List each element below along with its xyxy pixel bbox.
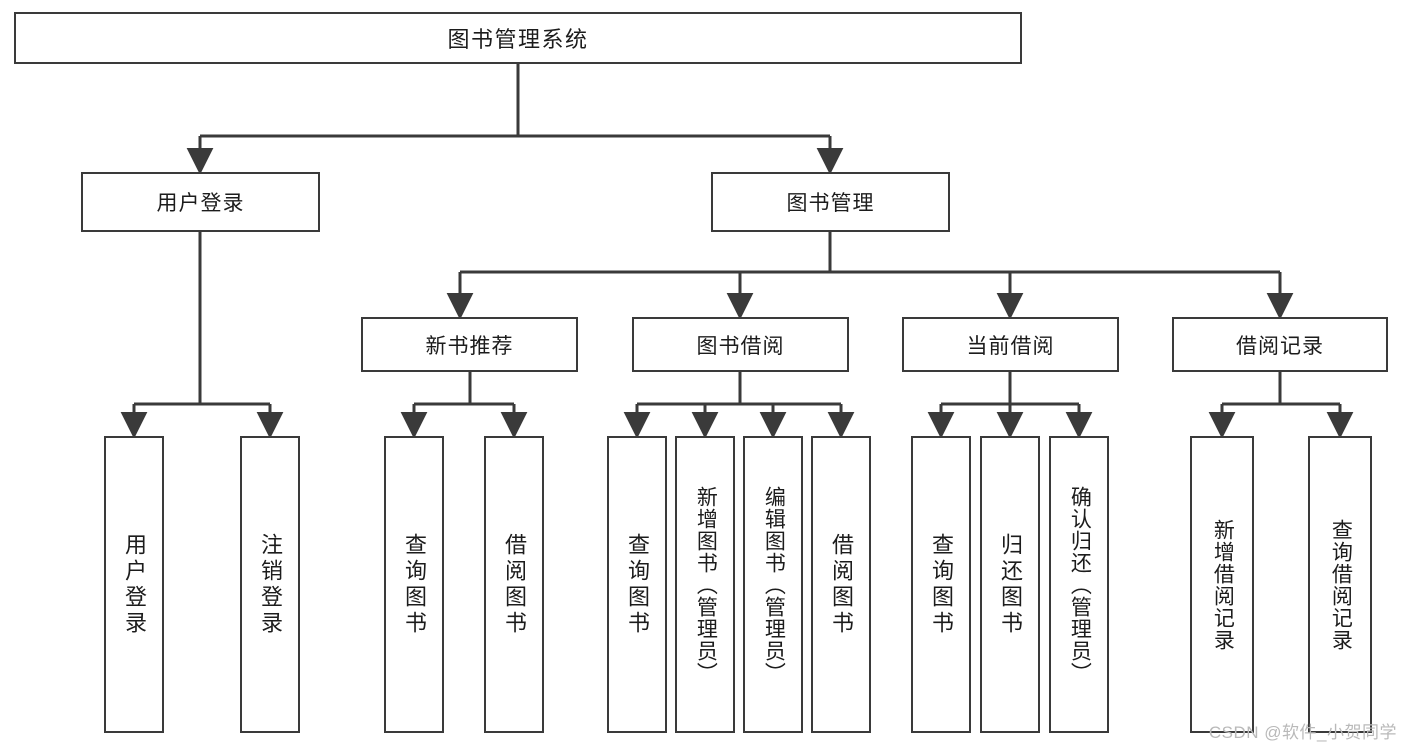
leaf-borrow-book-recommend[interactable]: 借阅图书 <box>484 436 544 733</box>
node-user-login-label: 用户登录 <box>156 192 245 215</box>
node-new-book-recommend-label: 新书推荐 <box>425 334 514 358</box>
node-book-management-label: 图书管理 <box>786 192 875 215</box>
leaf-borrow-book-recommend-label: 借阅图书 <box>501 532 527 637</box>
node-book-borrow[interactable]: 图书借阅 <box>632 317 849 372</box>
leaf-add-book-admin[interactable]: 新增图书（管理员） <box>675 436 735 733</box>
node-current-borrow-label: 当前借阅 <box>966 334 1055 358</box>
leaf-edit-book-admin-label: 编辑图书（管理员） <box>762 485 786 684</box>
leaf-logout[interactable]: 注销登录 <box>240 436 300 733</box>
leaf-borrow-book-borrow-label: 借阅图书 <box>828 532 854 637</box>
leaf-query-book-borrow[interactable]: 查询图书 <box>607 436 667 733</box>
leaf-query-book-borrow-label: 查询图书 <box>624 532 650 637</box>
leaf-return-book-label: 归还图书 <box>997 532 1023 637</box>
leaf-query-borrow-record-label: 查询借阅记录 <box>1329 518 1353 651</box>
leaf-confirm-return-admin[interactable]: 确认归还（管理员） <box>1049 436 1109 733</box>
node-new-book-recommend[interactable]: 新书推荐 <box>361 317 578 372</box>
node-borrow-record[interactable]: 借阅记录 <box>1172 317 1388 372</box>
node-current-borrow[interactable]: 当前借阅 <box>902 317 1119 372</box>
leaf-query-borrow-record[interactable]: 查询借阅记录 <box>1308 436 1372 733</box>
node-root-label: 图书管理系统 <box>447 27 589 52</box>
leaf-add-borrow-record-label: 新增借阅记录 <box>1211 518 1235 651</box>
leaf-add-borrow-record[interactable]: 新增借阅记录 <box>1190 436 1254 733</box>
node-root[interactable]: 图书管理系统 <box>14 12 1022 64</box>
leaf-query-book-recommend-label: 查询图书 <box>401 532 427 637</box>
leaf-add-book-admin-label: 新增图书（管理员） <box>694 485 718 684</box>
leaf-query-book-recommend[interactable]: 查询图书 <box>384 436 444 733</box>
leaf-user-login-label: 用户登录 <box>121 532 147 637</box>
leaf-confirm-return-admin-label: 确认归还（管理员） <box>1068 485 1092 684</box>
leaf-user-login[interactable]: 用户登录 <box>104 436 164 733</box>
leaf-query-book-current-label: 查询图书 <box>928 532 954 637</box>
node-book-borrow-label: 图书借阅 <box>696 334 785 358</box>
leaf-edit-book-admin[interactable]: 编辑图书（管理员） <box>743 436 803 733</box>
leaf-logout-label: 注销登录 <box>257 532 283 637</box>
leaf-borrow-book-borrow[interactable]: 借阅图书 <box>811 436 871 733</box>
node-user-login[interactable]: 用户登录 <box>81 172 320 232</box>
node-book-management[interactable]: 图书管理 <box>711 172 950 232</box>
leaf-query-book-current[interactable]: 查询图书 <box>911 436 971 733</box>
leaf-return-book[interactable]: 归还图书 <box>980 436 1040 733</box>
node-borrow-record-label: 借阅记录 <box>1236 334 1324 358</box>
csdn-watermark: CSDN @软件_小贺同学 <box>1208 723 1397 742</box>
